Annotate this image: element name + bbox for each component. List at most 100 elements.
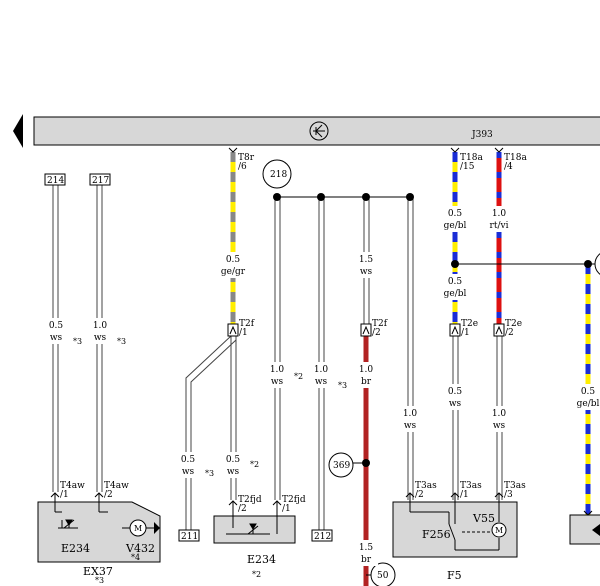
motor-icon: M <box>98 502 160 537</box>
connector-arrows-bottom <box>50 492 504 516</box>
wire-size: 1.0 <box>270 365 285 375</box>
connector-pin: /1 <box>282 504 291 514</box>
wire-color: ge/bl <box>577 399 600 409</box>
connector-pin: /2 <box>372 328 381 338</box>
connector-arrows-top <box>228 147 504 153</box>
page-link-218[interactable]: 218 <box>262 159 292 189</box>
wire-size: 0.5 <box>581 387 596 397</box>
wire-size: 0.5 <box>226 255 241 265</box>
footnote-marker: *3 <box>73 337 82 346</box>
connector-pin: /1 <box>239 328 248 338</box>
connector-label: T4aw <box>104 481 129 491</box>
component-label: V55 <box>472 512 495 525</box>
component-label: F256 <box>422 528 451 541</box>
connector-label: T2e <box>461 319 478 329</box>
svg-text:M: M <box>495 526 503 535</box>
wire-size: 0.5 <box>448 277 463 287</box>
connector-label: T2e <box>505 319 522 329</box>
junction-dot <box>362 193 370 201</box>
footnote-marker: *3 <box>117 337 126 346</box>
footnote-marker: *3 <box>205 469 214 478</box>
svg-text:218: 218 <box>270 170 287 180</box>
wire-color: ws <box>227 467 240 477</box>
connector-box-t2f-2 <box>360 323 372 337</box>
connector-label: T3as <box>415 481 437 491</box>
page-link-50[interactable]: 50 <box>370 562 396 586</box>
wire-218-a <box>274 197 281 500</box>
terminal-212[interactable]: 212 <box>311 529 333 542</box>
wire-color: ws <box>315 377 328 387</box>
component-e234[interactable] <box>213 515 296 544</box>
wire-color: ge/bl <box>444 289 467 299</box>
component-label: EX37 <box>83 565 113 578</box>
page-link-369[interactable]: 369 <box>328 452 354 478</box>
svg-text:211: 211 <box>181 532 198 542</box>
wire-color: ge/bl <box>444 221 467 231</box>
wire-size: 0.5 <box>226 455 241 465</box>
connector-pin: /6 <box>238 162 247 172</box>
previous-page-arrow-icon[interactable] <box>13 114 23 148</box>
svg-text:50: 50 <box>377 571 389 581</box>
connector-label: T4aw <box>60 481 85 491</box>
wire-color: ws <box>449 399 462 409</box>
footnote-marker: *4 <box>131 553 140 562</box>
control-unit-label: J393 <box>471 130 493 140</box>
wire-size: 1.0 <box>492 209 507 219</box>
wire-color: ws <box>94 333 107 343</box>
connector-label: T2fjd <box>238 495 262 505</box>
connector-label: T2f <box>372 319 388 329</box>
component-label: E234 <box>247 553 276 566</box>
wire-size: 0.5 <box>448 387 463 397</box>
wire-size: 1.5 <box>359 255 374 265</box>
connector-pin: /2 <box>415 490 424 500</box>
component-ex37[interactable] <box>37 501 161 563</box>
wire-size: 0.5 <box>49 321 64 331</box>
connector-label: T3as <box>504 481 526 491</box>
connector-label: T18a <box>504 153 527 163</box>
connector-pin: /2 <box>104 490 113 500</box>
connector-pin: /3 <box>504 490 513 500</box>
connector-pin: /4 <box>504 162 513 172</box>
wire-218-d <box>407 197 414 500</box>
terminal-214[interactable]: 214 <box>44 173 66 186</box>
wire-color: ws <box>271 377 284 387</box>
wire-color: ge/gr <box>221 267 246 277</box>
page-link-circle-offscreen[interactable] <box>594 251 600 277</box>
svg-text:369: 369 <box>333 461 350 471</box>
terminal-211[interactable]: 211 <box>178 529 200 542</box>
connector-arrow <box>583 510 593 516</box>
junction-dot <box>317 193 325 201</box>
junction-dot <box>451 260 459 268</box>
component-offscreen[interactable] <box>569 514 600 545</box>
footnote-marker: *3 <box>338 381 347 390</box>
svg-text:214: 214 <box>47 176 64 186</box>
component-label: F5 <box>447 569 462 582</box>
wire-size: 1.0 <box>359 365 374 375</box>
terminal-217[interactable]: 217 <box>89 173 111 186</box>
wire-size: 0.5 <box>181 455 196 465</box>
footnote-marker: *2 <box>294 372 303 381</box>
connector-pin: /2 <box>505 328 514 338</box>
connector-pin: /1 <box>461 328 470 338</box>
junction-dot <box>584 260 592 268</box>
connector-label: T8r <box>238 153 255 163</box>
wire-size: 1.0 <box>314 365 329 375</box>
connector-label: T2f <box>239 319 255 329</box>
connector-pin: /15 <box>460 162 475 172</box>
svg-text:217: 217 <box>92 176 109 186</box>
switch-icon <box>54 502 78 529</box>
svg-text:M: M <box>134 524 142 533</box>
wire-color: ws <box>360 267 373 277</box>
wire-color: ws <box>493 421 506 431</box>
wire-color: ws <box>404 421 417 431</box>
wire-size: 1.0 <box>492 409 507 419</box>
connector-label: T2fjd <box>282 495 306 505</box>
wire-color: br <box>361 377 372 387</box>
component-label: E234 <box>61 542 90 555</box>
wire-color: br <box>361 555 372 565</box>
switch-icon <box>226 516 278 535</box>
connector-box-t2f-1 <box>227 323 239 337</box>
connector-pin: /2 <box>238 504 247 514</box>
connector-pin: /1 <box>460 490 469 500</box>
